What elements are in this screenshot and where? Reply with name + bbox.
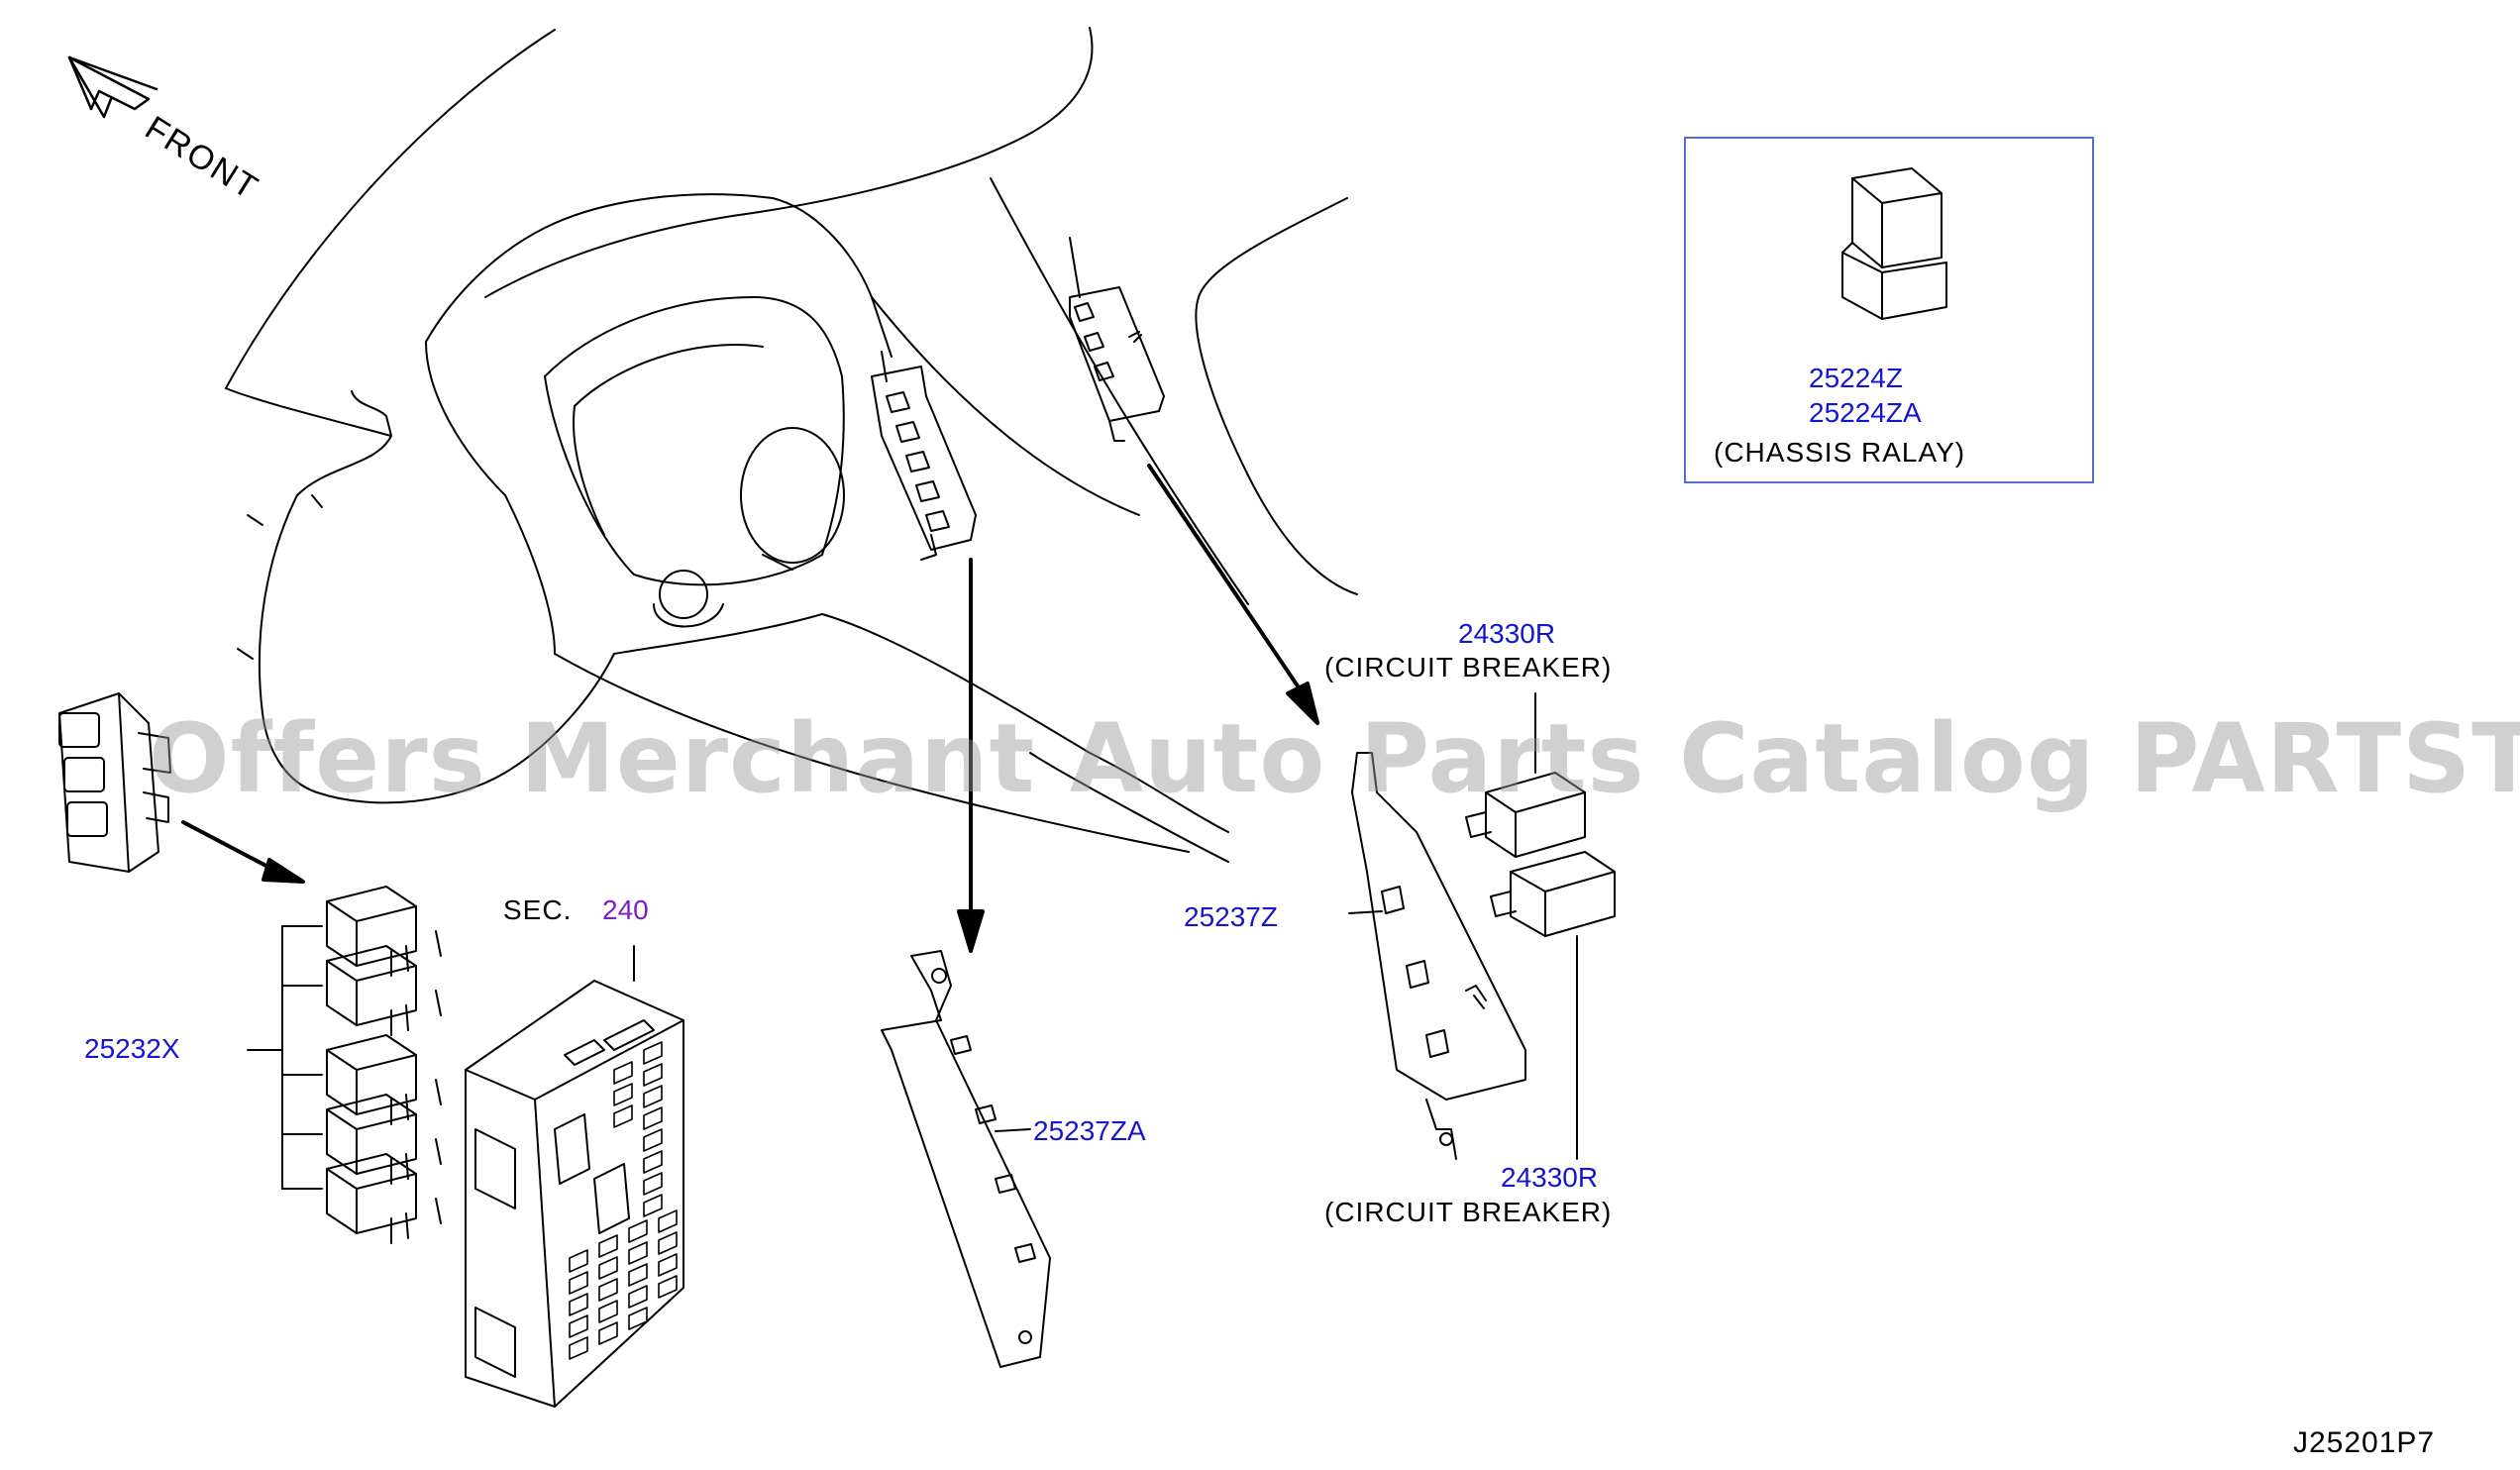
bracket-25237za — [881, 950, 1051, 1368]
circuit-breaker-bottom — [1490, 851, 1616, 1160]
callout-breaker-bottom-desc: (CIRCUIT BREAKER) — [1324, 1197, 1613, 1227]
relay-unit — [326, 886, 442, 977]
diagram-id: J25201P7 — [2293, 1426, 2436, 1459]
callout-relay-group[interactable]: 25232X — [84, 1033, 180, 1064]
section-number-link[interactable]: 240 — [602, 894, 649, 925]
callout-breaker-bottom-pn[interactable]: 24330R — [1501, 1162, 1599, 1193]
bracket-25237z — [1348, 752, 1526, 1160]
front-arrow-icon — [67, 55, 158, 119]
relay-connector-block — [58, 692, 171, 873]
relay-unit — [326, 1094, 442, 1185]
pointer-arrows — [181, 464, 1319, 953]
inset-description: (CHASSIS RALAY) — [1714, 437, 1966, 468]
inset-part-number-2[interactable]: 25224ZA — [1809, 397, 1922, 428]
callout-bracket-25237z[interactable]: 25237Z — [1184, 901, 1278, 932]
vehicle-body-outline — [225, 27, 1358, 863]
section-prefix: SEC. — [503, 894, 573, 925]
relay-unit — [326, 945, 442, 1036]
inset-part-number-1[interactable]: 25224Z — [1809, 363, 1903, 393]
relay-bracket-upper-right — [1069, 237, 1165, 442]
chassis-relay-inset — [1684, 137, 2094, 483]
relay-unit — [326, 1153, 442, 1244]
watermark: Offers Merchant Auto Parts Catalog PARTS… — [149, 703, 2520, 814]
fuse-block-sec-240 — [465, 945, 684, 1408]
chassis-relay-icon — [1841, 167, 1947, 320]
callout-breaker-top-pn[interactable]: 24330R — [1458, 618, 1556, 649]
circuit-breaker-top — [1465, 692, 1586, 858]
relay-bracket-upper-left — [871, 351, 977, 561]
callout-breaker-top-desc: (CIRCUIT BREAKER) — [1324, 652, 1613, 682]
fuse-array — [569, 1041, 678, 1360]
relay-unit — [326, 1034, 442, 1125]
callout-bracket-25237za[interactable]: 25237ZA — [1033, 1115, 1146, 1146]
relay-group-25232x — [247, 886, 442, 1244]
